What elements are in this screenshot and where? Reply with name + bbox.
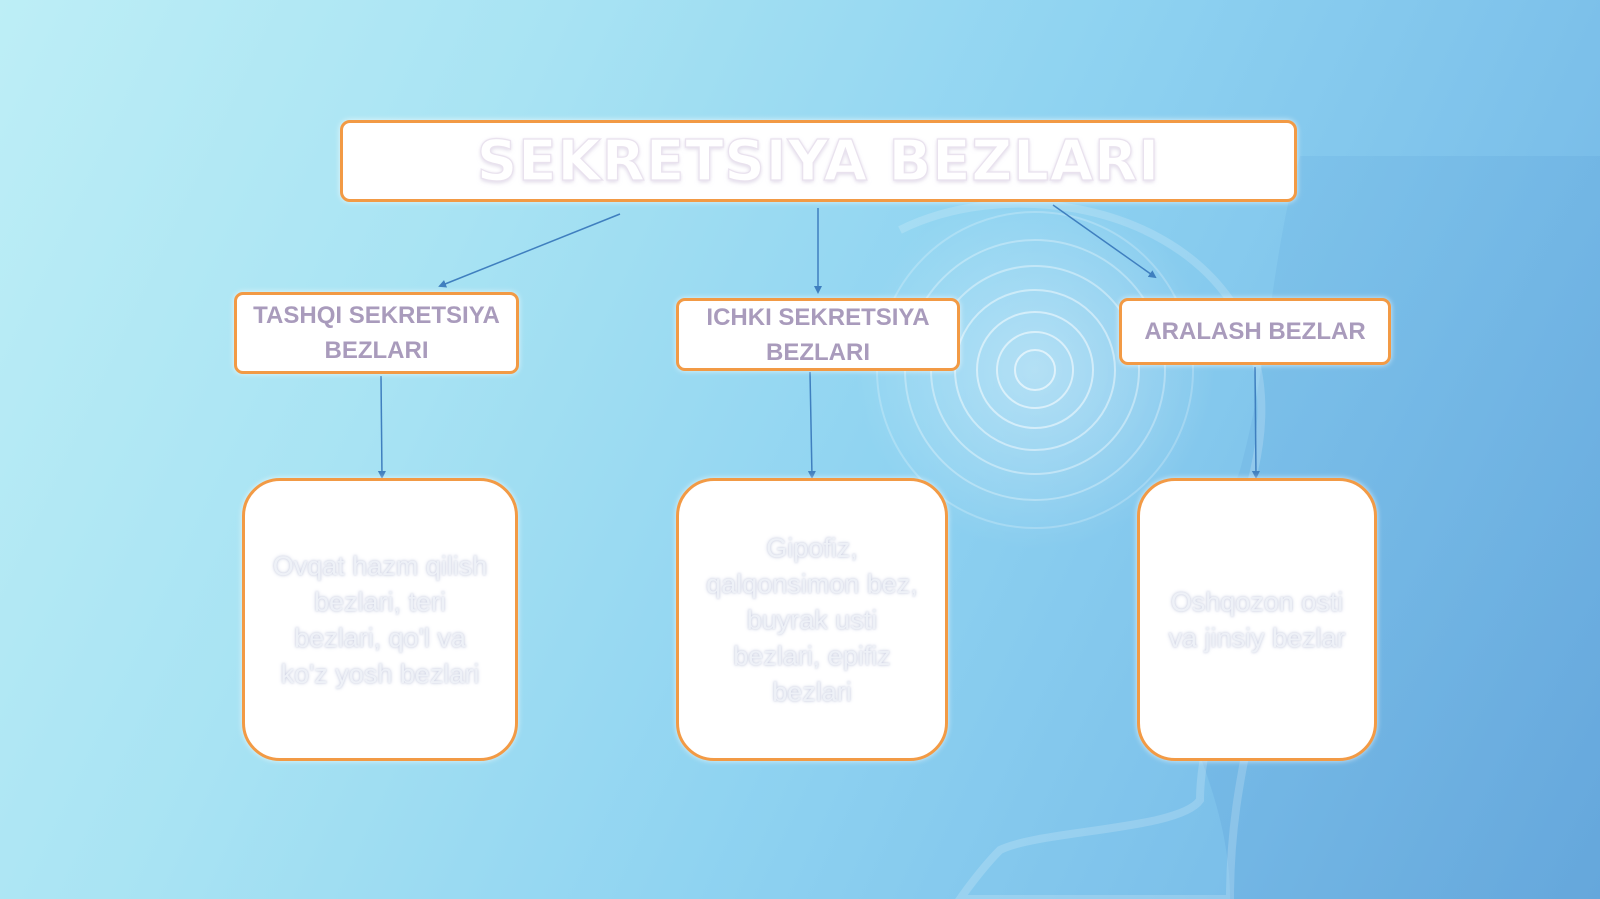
detail-text-ichki: Gipofiz, qalqonsimon bez, buyrak usti be… xyxy=(706,532,918,707)
category-box-tashqi: TASHQI SEKRETSIYA BEZLARI xyxy=(234,292,519,374)
detail-text-tashqi: Ovqat hazm qilish bezlari, teri bezlari,… xyxy=(272,550,488,689)
detail-box-aralash: Oshqozon osti va jinsiy bezlar xyxy=(1137,478,1377,761)
category-label-ichki: ICHKI SEKRETSIYA BEZLARI xyxy=(706,303,930,366)
detail-box-ichki: Gipofiz, qalqonsimon bez, buyrak usti be… xyxy=(676,478,948,761)
detail-box-tashqi: Ovqat hazm qilish bezlari, teri bezlari,… xyxy=(242,478,518,761)
detail-text-aralash: Oshqozon osti va jinsiy bezlar xyxy=(1168,586,1346,653)
category-label-tashqi: TASHQI SEKRETSIYA BEZLARI xyxy=(253,302,500,364)
category-box-ichki: ICHKI SEKRETSIYA BEZLARI xyxy=(676,298,960,371)
category-box-aralash: ARALASH BEZLAR xyxy=(1119,298,1391,365)
diagram-title-box: SEKRETSIYA BEZLARI xyxy=(340,120,1297,202)
diagram-title: SEKRETSIYA BEZLARI xyxy=(476,128,1161,194)
category-label-aralash: ARALASH BEZLAR xyxy=(1144,318,1366,345)
